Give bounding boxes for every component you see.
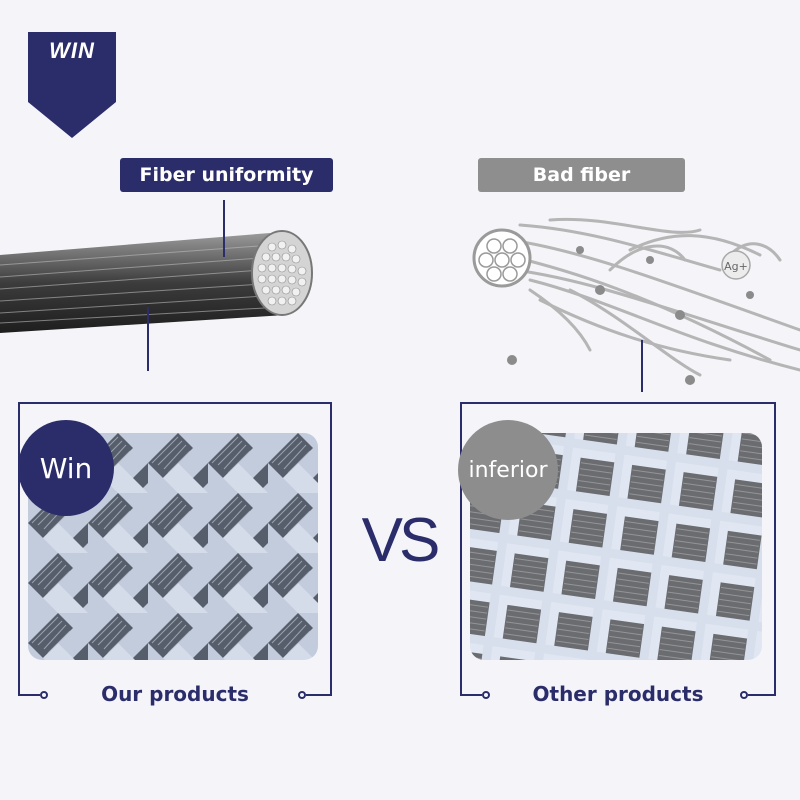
right-panel-top-border xyxy=(460,402,776,404)
right-panel-ring-left xyxy=(482,691,490,699)
win-ribbon xyxy=(28,32,116,138)
left-panel-bottom-border-right xyxy=(306,694,332,696)
win-ribbon-text: WIN xyxy=(49,38,95,63)
left-panel-ring-left xyxy=(40,691,48,699)
fiber-uniformity-label: Fiber uniformity xyxy=(120,158,333,192)
our-products-caption: Our products xyxy=(101,682,249,706)
left-panel-top-border xyxy=(18,402,332,404)
right-panel-right-border xyxy=(774,402,776,695)
other-products-caption: Other products xyxy=(532,682,704,706)
left-panel-right-border xyxy=(330,402,332,695)
left-panel-ring-right xyxy=(298,691,306,699)
right-panel-bottom-border-right xyxy=(748,694,776,696)
right-panel-left-border xyxy=(460,402,462,695)
bad-fiber-label: Bad fiber xyxy=(478,158,685,192)
silver-ion-label: Ag+ xyxy=(724,260,748,273)
right-panel-bottom-border-left xyxy=(460,694,482,696)
uniform-fiber-cable-illustration xyxy=(0,200,313,371)
bad-fiber-cable-illustration: Ag+ xyxy=(472,217,800,392)
left-panel-left-border xyxy=(18,402,20,695)
inferior-badge: inferior xyxy=(458,420,558,520)
right-panel-ring-right xyxy=(740,691,748,699)
left-panel-bottom-border-left xyxy=(18,694,40,696)
versus-text: VS xyxy=(361,506,441,575)
win-badge: Win xyxy=(18,420,114,516)
